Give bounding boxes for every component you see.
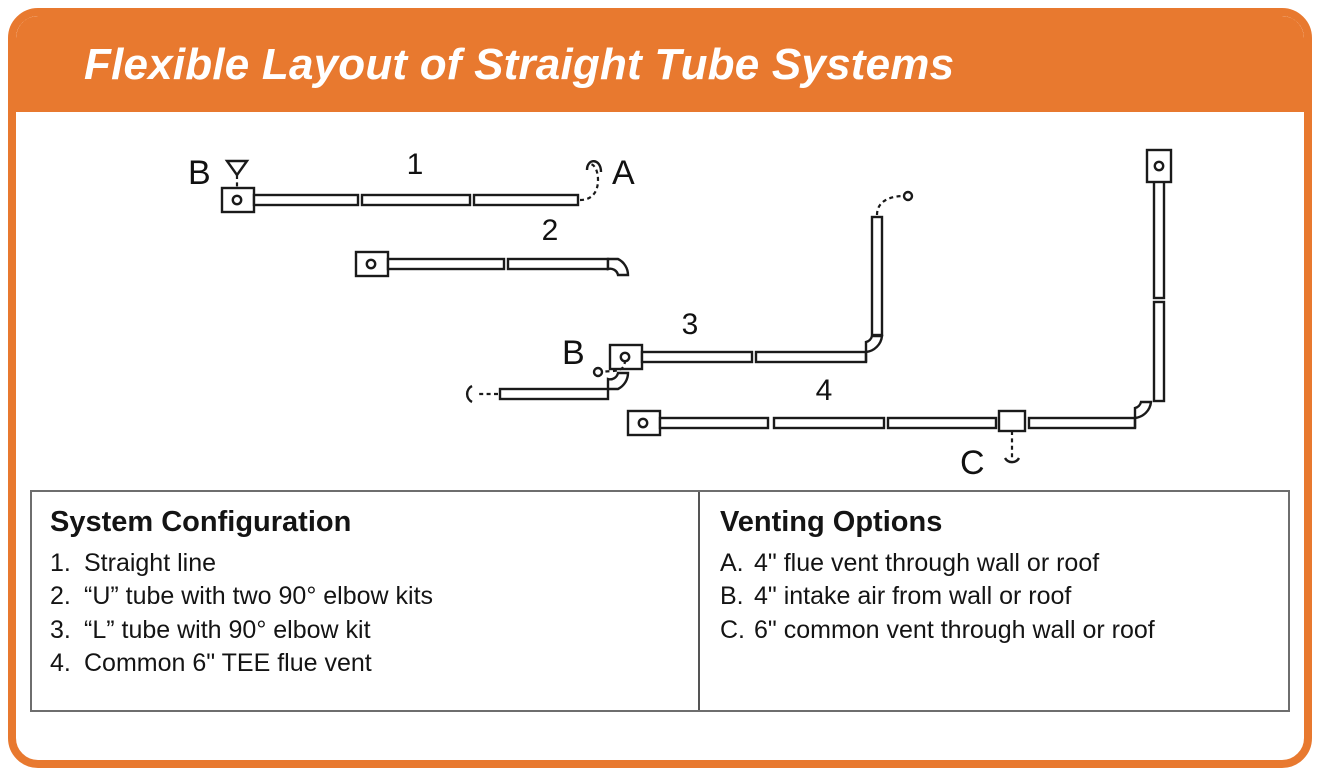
legend-list-venting-options: A. 4" flue vent through wall or roof B. … xyxy=(720,547,1288,647)
list-item: C. 6" common vent through wall or roof xyxy=(720,614,1288,647)
appliance-box-config3 xyxy=(608,343,644,371)
list-item-key: 4. xyxy=(50,648,71,677)
config-2-number: 2 xyxy=(542,214,559,247)
legend-column-system-configuration: System Configuration 1. Straight line 2.… xyxy=(32,492,700,710)
list-item-text: “U” tube with two 90° elbow kits xyxy=(84,582,434,611)
tube-segment xyxy=(772,416,886,430)
config-4-number: 4 xyxy=(816,374,833,407)
list-item-text: 6" common vent through wall or roof xyxy=(754,615,1155,644)
list-item-key: 3. xyxy=(50,615,71,644)
appliance-port-config4-top xyxy=(1153,160,1165,172)
list-item-key: B. xyxy=(720,582,744,611)
legend-heading-system-configuration: System Configuration xyxy=(50,506,352,538)
elbow-lower-config2 xyxy=(606,371,630,391)
list-item-key: C. xyxy=(720,615,745,644)
list-item: 3. “L” tube with 90° elbow kit xyxy=(50,614,698,647)
config-2-group: 2 xyxy=(354,214,630,404)
list-item: 1. Straight line xyxy=(50,547,698,580)
tube-segment-vertical xyxy=(1152,300,1166,403)
appliance-box-config2 xyxy=(354,250,390,278)
elbow-config4 xyxy=(1133,400,1153,428)
config-1-group: B 1 A xyxy=(188,148,635,214)
tube-segment xyxy=(640,350,754,364)
vent-label-b-config1: B xyxy=(188,154,211,192)
tube-segment-vertical xyxy=(1152,178,1166,300)
tube-segment xyxy=(506,257,610,271)
tube-system-diagram: .tube { fill:#ffffff; stroke:#1a1a1a; st… xyxy=(16,112,1304,490)
list-item: A. 4" flue vent through wall or roof xyxy=(720,547,1288,580)
appliance-port-config1 xyxy=(231,194,243,206)
config-1-number: 1 xyxy=(407,148,424,181)
vent-label-c-config4: C xyxy=(960,444,985,482)
tube-segment xyxy=(754,350,868,364)
list-item-text: 4" intake air from wall or roof xyxy=(754,582,1072,611)
list-item-key: 2. xyxy=(50,582,71,611)
list-item-key: 1. xyxy=(50,549,71,577)
tube-segment-vertical xyxy=(870,215,884,337)
tube-segment xyxy=(360,193,472,207)
legend-column-venting-options: Venting Options A. 4" flue vent through … xyxy=(700,492,1288,710)
list-item-text: Straight line xyxy=(84,549,217,577)
intake-triangle-icon xyxy=(224,159,250,178)
appliance-port-config4 xyxy=(637,417,649,429)
legend-table: System Configuration 1. Straight line 2.… xyxy=(30,490,1290,712)
page-title: Flexible Layout of Straight Tube Systems xyxy=(84,40,955,89)
flue-dash-config3 xyxy=(875,194,905,216)
tube-segment xyxy=(886,416,998,430)
title-bar: Flexible Layout of Straight Tube Systems xyxy=(16,16,1304,112)
tube-segment xyxy=(252,193,360,207)
list-item-key: A. xyxy=(720,549,744,577)
tee-fitting-config4 xyxy=(997,409,1027,433)
list-item: 4. Common 6" TEE flue vent xyxy=(50,647,698,680)
vent-label-b-config3: B xyxy=(562,334,585,372)
config-4-group: 4 C xyxy=(626,148,1173,482)
list-item-text: 4" flue vent through wall or roof xyxy=(754,549,1100,577)
flue-hook-icon-config1 xyxy=(585,160,603,173)
tube-segment xyxy=(1027,416,1137,430)
tube-segment xyxy=(498,387,610,401)
appliance-box-config1 xyxy=(220,186,256,214)
tube-segment xyxy=(658,416,770,430)
list-item: B. 4" intake air from wall or roof xyxy=(720,580,1288,613)
list-item-text: “L” tube with 90° elbow kit xyxy=(84,615,371,644)
appliance-box-config4-top xyxy=(1145,148,1173,184)
intake-dash-config3 xyxy=(601,359,627,374)
config-3-group: B 3 xyxy=(562,190,914,378)
tube-segment xyxy=(472,193,580,207)
legend-list-system-configuration: 1. Straight line 2. “U” tube with two 90… xyxy=(50,547,698,680)
appliance-port-config2 xyxy=(365,258,377,270)
diagram-card: Flexible Layout of Straight Tube Systems… xyxy=(8,8,1312,768)
config-3-number: 3 xyxy=(682,308,699,341)
elbow-config3 xyxy=(864,334,884,362)
vent-label-a-config1: A xyxy=(612,154,635,192)
intake-port-icon-config3 xyxy=(592,366,604,378)
elbow-upper-config2 xyxy=(606,257,630,277)
tube-segment xyxy=(386,257,506,271)
common-vent-arc-icon-config4 xyxy=(1003,457,1021,464)
intake-arc-icon-config2 xyxy=(465,384,473,404)
list-item-text: Common 6" TEE flue vent xyxy=(84,648,372,677)
list-item: 2. “U” tube with two 90° elbow kits xyxy=(50,580,698,613)
flue-dash-config1 xyxy=(579,162,600,202)
appliance-box-config4 xyxy=(626,409,662,437)
flue-port-icon-config3 xyxy=(902,190,914,202)
legend-heading-venting-options: Venting Options xyxy=(720,506,943,538)
